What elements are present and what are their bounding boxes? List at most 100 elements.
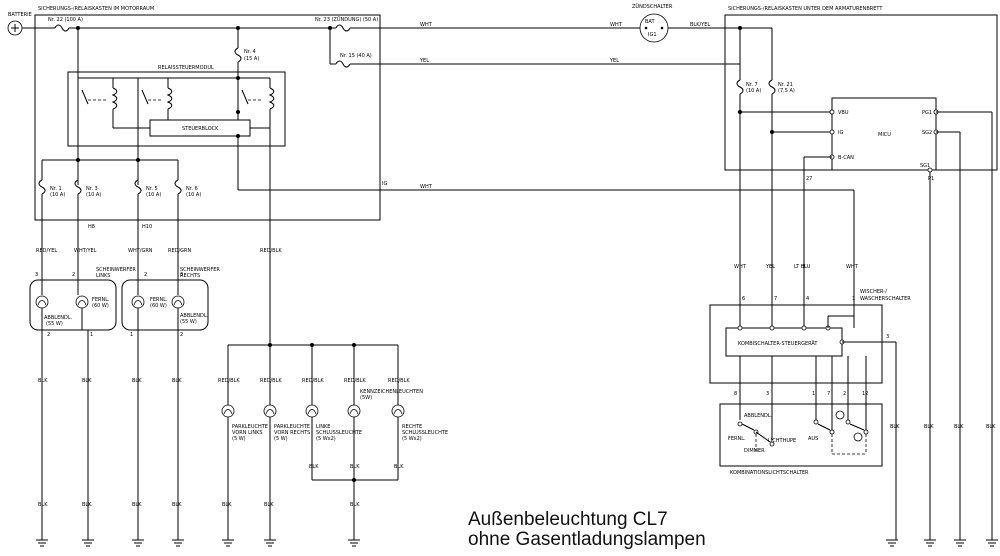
svg-text:3: 3 — [766, 391, 769, 397]
svg-text:BLK: BLK — [264, 502, 274, 508]
wire-red-yel: RED/YEL — [36, 248, 57, 254]
svg-text:BLK: BLK — [172, 378, 182, 384]
svg-text:7: 7 — [827, 391, 830, 397]
combi-control-unit-label: KOMBISCHALTER-STEUERGERÄT — [738, 340, 818, 347]
combi-switch-pins — [739, 356, 867, 440]
fuse-6-label: Nr. 6 — [186, 186, 198, 192]
engine-fuse-box — [34, 14, 381, 221]
ignition-switch: BAT IG1 ZÜNDSCHALTER — [632, 3, 673, 43]
svg-text:BLK: BLK — [132, 502, 142, 508]
svg-text:8: 8 — [734, 391, 737, 397]
wiper-switch-label: WISCHER-/ — [860, 289, 887, 295]
headlight-right — [121, 279, 209, 331]
high-beam-left: FERNL. — [92, 297, 110, 303]
fuse-21-symbol — [768, 79, 776, 95]
svg-text:BLK: BLK — [350, 464, 360, 470]
headlight-right-label2: RECHTS — [180, 273, 200, 279]
wire-yel-label-1: YEL — [419, 58, 429, 64]
svg-text:YEL: YEL — [765, 264, 775, 270]
wire-red-grn: RED/GRN — [168, 248, 192, 254]
connector-h10: H10 — [142, 224, 152, 230]
svg-text:1: 1 — [90, 332, 93, 338]
dash-fuse-box — [724, 14, 998, 171]
switch-dimmer-label: DIMMER — [744, 448, 765, 454]
svg-text:4: 4 — [806, 296, 809, 302]
svg-text:1: 1 — [812, 391, 815, 397]
svg-text:2: 2 — [144, 272, 147, 278]
tail-left-label: LINKE — [316, 424, 330, 430]
svg-text:SCHLUSSLEUCHTE: SCHLUSSLEUCHTE — [316, 430, 362, 436]
headlight-symbol-icon — [853, 432, 863, 442]
svg-text:RED/BLK: RED/BLK — [218, 378, 240, 384]
svg-text:2: 2 — [72, 272, 75, 278]
low-beam-left: ABBLENDL. — [44, 315, 73, 321]
svg-text:BLK: BLK — [82, 378, 92, 384]
headlight-left — [29, 279, 117, 331]
svg-text:2: 2 — [180, 332, 183, 338]
svg-text:27: 27 — [806, 176, 812, 182]
svg-text:SG2: SG2 — [922, 130, 932, 136]
svg-text:BLK: BLK — [38, 378, 48, 384]
relay-module — [67, 71, 286, 147]
high-beam-right-w: (60 W) — [150, 303, 167, 309]
svg-text:VORN RECHTS: VORN RECHTS — [274, 430, 310, 436]
svg-text:BLK: BLK — [38, 502, 48, 508]
svg-text:WHT: WHT — [846, 264, 859, 270]
parking-light-icon — [835, 410, 845, 420]
fuse-5-label: Nr. 5 — [146, 186, 158, 192]
light-switch-contacts — [737, 410, 869, 455]
headlight-right-label: SCHEINWERFER — [180, 267, 220, 273]
low-beam-left-w: (55 W) — [46, 321, 63, 327]
wire-blk-yel-label: BLK/YEL — [690, 22, 710, 28]
switch-high-label: FERNL. — [728, 436, 746, 442]
svg-text:BLK: BLK — [350, 502, 360, 508]
fuse-4-label: Nr. 4 — [244, 49, 256, 55]
svg-text:RED/BLK: RED/BLK — [344, 378, 366, 384]
svg-text:VBU: VBU — [838, 110, 849, 116]
fuse-15-label: Nr. 15 (40 A) — [340, 53, 372, 59]
fuse-22-symbol — [54, 24, 70, 32]
tail-right-label: RECHTE — [402, 424, 422, 430]
svg-text:P1: P1 — [928, 176, 934, 182]
light-switch-housing — [719, 403, 883, 467]
light-switch-label: KOMBINATIONSLICHTSCHALTER — [730, 470, 809, 476]
parking-lamps — [221, 343, 405, 540]
fuse-21-label: Nr. 21 — [778, 82, 793, 88]
svg-text:(5 W): (5 W) — [232, 436, 246, 442]
plate-lamp-label: KENNZEICHENLEUCHTEN — [360, 389, 423, 395]
fuse-7-rating: (10 A) — [746, 88, 761, 94]
svg-text:SG1: SG1 — [920, 163, 930, 169]
svg-text:RED/BLK: RED/BLK — [302, 378, 324, 384]
svg-text:(5 Wx2): (5 Wx2) — [402, 436, 422, 442]
lamp-high-left — [75, 295, 89, 309]
wire-wht-yel: WHT/YEL — [74, 248, 97, 254]
high-beam-left-w: (60 W) — [92, 303, 109, 309]
fuse-5-rating: (10 A) — [146, 192, 161, 198]
svg-text:BLK: BLK — [394, 464, 404, 470]
ignition-bat: BAT — [645, 19, 655, 25]
svg-text:BLK: BLK — [222, 502, 232, 508]
svg-text:BLK: BLK — [986, 424, 996, 430]
wire-red-blk-main: RED/BLK — [260, 248, 282, 254]
engine-fuse-box-label: SICHERUNGS-/RELAISKASTEN IM MOTORRAUM — [38, 6, 154, 12]
svg-text:BLK: BLK — [309, 464, 319, 470]
park-right-label: PARKLEUCHTE — [274, 424, 310, 430]
dash-fuse-box-label: SICHERUNGS-/RELAISKASTEN UNTER DEM ARMAT… — [728, 6, 883, 12]
svg-text:3: 3 — [35, 272, 38, 278]
svg-text:2: 2 — [843, 391, 846, 397]
battery: BATTERIE — [7, 12, 32, 36]
fuse-15-symbol — [335, 60, 351, 68]
diagram-title-line1: Außenbeleuchtung CL7 — [468, 509, 668, 530]
svg-text:3: 3 — [886, 334, 889, 340]
fuse-3-rating: (10 A) — [86, 192, 101, 198]
svg-text:VORN LINKS: VORN LINKS — [232, 430, 263, 436]
switch-off-label: AUS — [808, 436, 818, 442]
fuse-22-label: Nr. 22 (100 A) — [48, 17, 83, 23]
wiper-switch-housing — [709, 304, 883, 384]
svg-text:RED/BLK: RED/BLK — [260, 378, 282, 384]
wire-ig-label: IG — [382, 181, 387, 187]
wire-wht-grn: WHT/GRN — [128, 248, 153, 254]
low-beam-right: ABBLENDL. — [180, 313, 209, 319]
high-beam-right: FERNL. — [150, 297, 168, 303]
svg-text:7: 7 — [774, 296, 777, 302]
